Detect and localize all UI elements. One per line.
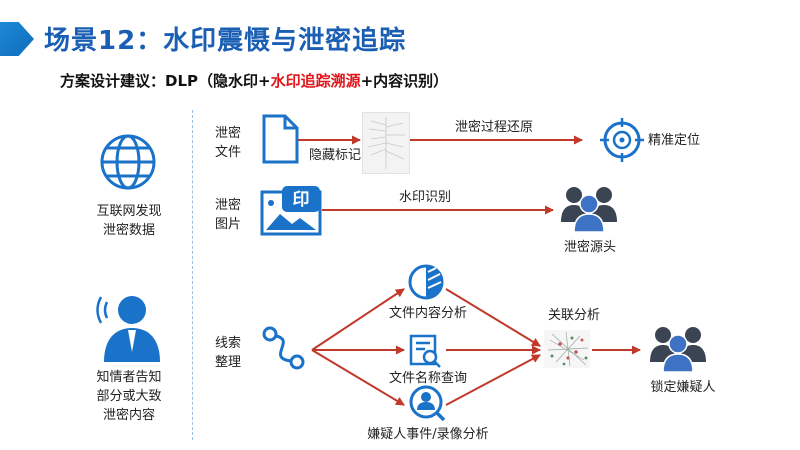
document-search-icon <box>409 334 441 368</box>
sound-wave-icon <box>96 296 109 324</box>
hidden-mark-thumbnail <box>362 112 410 174</box>
suspect-analysis-label: 嫌疑人事件/录像分析 <box>367 427 489 442</box>
lock-suspect-label: 锁定嫌疑人 <box>650 380 716 395</box>
subtitle-suffix: +内容识别） <box>360 72 449 90</box>
informant-person-icon <box>104 296 160 362</box>
clue-path-icon <box>262 326 305 370</box>
correlation-analysis-label: 关联分析 <box>547 308 600 323</box>
leak-source-label: 泄密源头 <box>563 240 616 255</box>
name-query-label: 文件名称查询 <box>388 371 467 386</box>
svg-text:印: 印 <box>293 190 310 210</box>
subtitle-highlight: 水印追踪溯源 <box>270 72 361 90</box>
internet-discovery-label: 互联网发现 泄密数据 <box>96 204 162 238</box>
leaked-file-label: 泄密 文件 <box>214 126 241 160</box>
correlation-graph-thumbnail <box>544 330 590 368</box>
informant-label: 知情者告知 部分或大致 泄密内容 <box>96 370 162 423</box>
vertical-divider <box>192 110 193 440</box>
subtitle-prefix: 方案设计建议：DLP（隐水印+ <box>60 72 271 90</box>
page-subtitle: 方案设计建议：DLP（隐水印+水印追踪溯源+内容识别） <box>60 70 448 91</box>
precise-locate-label: 精准定位 <box>648 133 701 148</box>
page-title: 场景12：水印震慑与泄密追踪 <box>44 26 407 56</box>
watermark-image-icon: 印 <box>260 186 322 236</box>
clue-organize-label: 线索 整理 <box>214 336 241 370</box>
content-analysis-label: 文件内容分析 <box>388 306 467 321</box>
watermark-recognition-label: 水印识别 <box>398 190 451 205</box>
suspect-people-icon <box>650 327 706 373</box>
target-icon <box>600 118 644 162</box>
leaked-image-label: 泄密 图片 <box>214 198 241 232</box>
clue-branch-arrows <box>311 288 641 406</box>
process-restore-label: 泄密过程还原 <box>454 120 533 135</box>
source-people-icon <box>561 187 617 233</box>
file-icon <box>262 114 299 164</box>
hidden-mark-label: 隐藏标记 <box>308 148 361 163</box>
globe-icon <box>100 134 156 190</box>
content-analysis-icon <box>408 264 444 300</box>
person-search-icon <box>409 385 446 422</box>
